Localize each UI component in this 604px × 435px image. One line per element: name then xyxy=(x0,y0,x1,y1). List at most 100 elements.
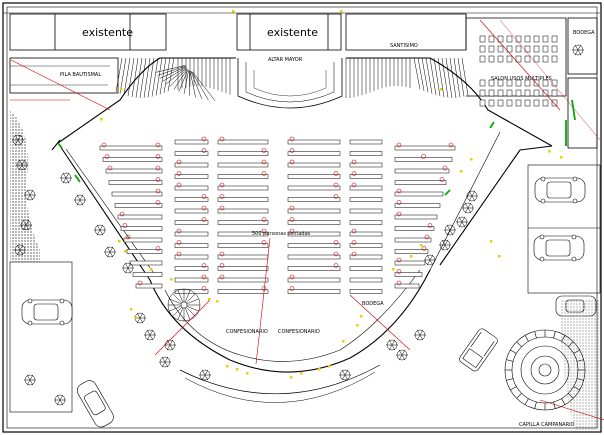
tree-branch xyxy=(19,249,24,256)
seated-figure xyxy=(201,274,207,280)
tree-branch xyxy=(464,207,469,214)
tree-branch xyxy=(464,202,469,209)
pew xyxy=(174,231,209,237)
hall-seat xyxy=(542,55,549,63)
stall-line xyxy=(165,67,187,85)
seated-figure xyxy=(261,217,267,222)
seated-figure xyxy=(176,240,182,245)
tree-branch xyxy=(29,194,34,201)
hall-seat xyxy=(497,99,504,107)
hall-seat xyxy=(497,45,504,53)
tree-branch xyxy=(391,339,396,346)
hall-seat xyxy=(506,89,513,97)
personas-sentadas-label: 500 personas sentadas xyxy=(252,231,311,237)
yellow-marker xyxy=(340,10,343,13)
tree-branch xyxy=(388,344,393,351)
pew xyxy=(287,243,341,248)
tree-icon xyxy=(104,246,116,258)
seated-figure xyxy=(261,240,267,245)
seated-figure xyxy=(219,136,225,142)
hall-seat xyxy=(479,35,486,43)
confesionario-1-label: CONFESIONARIO xyxy=(226,329,268,335)
seated-figure xyxy=(201,205,207,211)
existente-left-label: existente xyxy=(82,26,133,39)
tree-icon xyxy=(94,224,106,236)
seated-figure xyxy=(101,142,107,148)
stair-step xyxy=(186,298,199,305)
tree-branch xyxy=(429,259,434,266)
seated-figure xyxy=(421,246,427,251)
tree-branch xyxy=(22,219,27,226)
tree-branch xyxy=(468,190,473,197)
pew xyxy=(394,191,444,197)
pew xyxy=(349,197,383,202)
tree-branch xyxy=(25,219,30,226)
stall-line xyxy=(413,57,421,90)
pew xyxy=(114,203,163,208)
tree-branch xyxy=(99,224,104,231)
tree-icon xyxy=(74,194,86,206)
stair-step xyxy=(169,305,182,312)
pew xyxy=(217,266,269,271)
pew xyxy=(287,231,341,237)
tree-branch xyxy=(29,374,34,381)
seated-figure xyxy=(155,165,161,171)
hall-seat xyxy=(551,45,558,53)
seated-figure xyxy=(289,286,295,291)
tree-branch xyxy=(124,262,129,269)
tower-ray xyxy=(524,335,529,342)
hall-seat xyxy=(542,89,549,97)
tree-branch xyxy=(109,246,114,253)
tree-branch xyxy=(22,224,27,231)
tower-ray xyxy=(510,349,517,354)
stair-step xyxy=(185,293,196,304)
tree-branch xyxy=(391,344,396,351)
tree-branch xyxy=(136,312,141,319)
stall-line xyxy=(173,69,188,90)
seated-figure xyxy=(155,200,161,205)
pew xyxy=(394,283,420,289)
tree-branch xyxy=(574,44,579,51)
hall-seat xyxy=(488,45,495,53)
green-accents xyxy=(57,99,576,196)
tree-branch xyxy=(14,139,19,146)
pew xyxy=(117,214,163,220)
pew xyxy=(394,168,450,174)
car-icons xyxy=(21,176,597,428)
stall-line xyxy=(425,57,433,94)
pew xyxy=(394,272,423,277)
tree-branch xyxy=(446,224,451,231)
tree-branch xyxy=(21,164,26,171)
stair-step xyxy=(185,306,196,317)
tree-branch xyxy=(17,139,22,146)
yellow-marker xyxy=(342,340,345,343)
pew xyxy=(132,272,163,277)
seated-figure xyxy=(125,234,131,240)
hall-seat xyxy=(515,79,522,87)
hall-seat xyxy=(515,45,522,53)
hall-seat xyxy=(533,55,540,63)
yellow-marker xyxy=(236,368,239,371)
hall-seat xyxy=(515,89,522,97)
tree-branch xyxy=(468,195,473,202)
stair-step xyxy=(169,298,182,305)
parking xyxy=(9,164,601,413)
yellow-marker xyxy=(498,255,501,258)
tree-icon xyxy=(339,369,351,381)
seated-figure xyxy=(442,165,448,171)
tree-branch xyxy=(18,164,23,171)
pew xyxy=(349,139,383,145)
tree-icon xyxy=(572,44,584,56)
stall-line xyxy=(163,57,171,93)
seated-figure xyxy=(122,223,128,228)
yellow-marker xyxy=(356,324,359,327)
stall-line xyxy=(417,57,425,91)
tree-branch xyxy=(109,251,114,258)
hall-seat xyxy=(551,55,558,63)
hall-seat xyxy=(551,35,558,43)
seated-figure xyxy=(289,217,295,222)
stall-line xyxy=(437,57,445,98)
seated-figure xyxy=(289,274,295,280)
pew xyxy=(105,168,163,174)
yellow-marker xyxy=(560,156,563,159)
